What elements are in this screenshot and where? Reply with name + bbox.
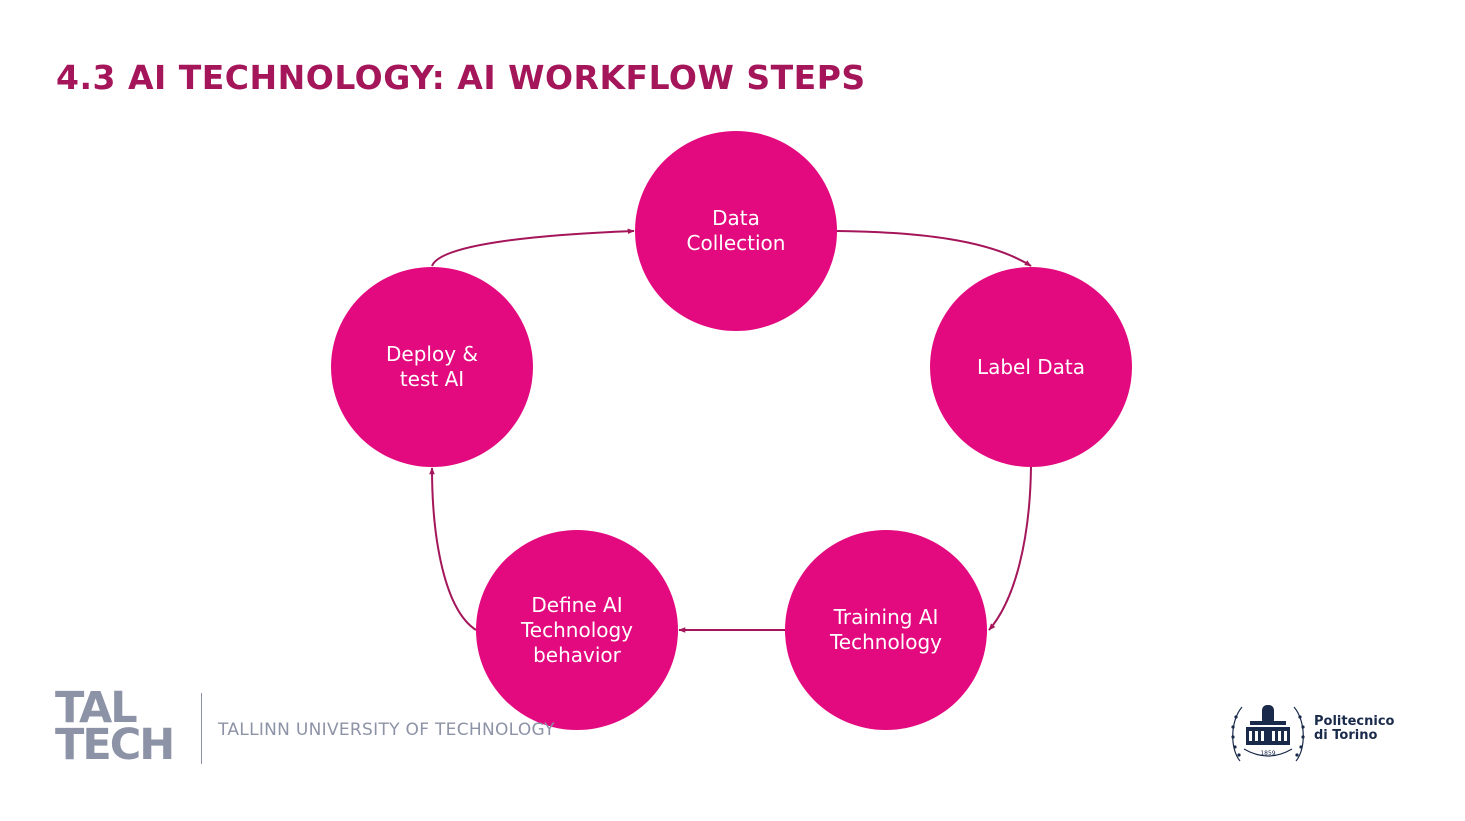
polito-name: Politecnico di Torino xyxy=(1314,714,1395,743)
taltech-logo-line1: TAL xyxy=(55,683,138,733)
logo-divider xyxy=(201,693,202,764)
arrow-label-to-training xyxy=(988,466,1032,631)
step-label: Deploy & test AI xyxy=(386,342,478,391)
taltech-logo: TAL TECH xyxy=(55,683,175,770)
step-label-data: Label Data xyxy=(930,267,1132,467)
slide-title: 4.3 AI TECHNOLOGY: AI WORKFLOW STEPS xyxy=(56,58,866,97)
step-data-collection: Data Collection xyxy=(635,131,837,331)
step-deploy-test-ai: Deploy & test AI xyxy=(331,267,533,467)
polito-year: 1859 xyxy=(1260,750,1275,757)
step-label: Label Data xyxy=(976,354,1086,379)
step-label: Data Collection xyxy=(686,206,786,255)
arrow-collection-to-label xyxy=(836,230,1032,267)
arrow-deploy-to-collection xyxy=(431,228,635,267)
university-name: TALLINN UNIVERSITY OF TECHNOLOGY xyxy=(218,720,555,740)
step-label: Define AI Technology behavior xyxy=(520,592,634,667)
arrow-define-to-deploy xyxy=(429,467,477,631)
step-label: Training AI Technology xyxy=(829,605,943,654)
step-training-ai-technology: Training AI Technology xyxy=(785,530,987,730)
taltech-logo-line2: TECH xyxy=(55,720,175,770)
step-define-ai-technology-behavior: Define AI Technology behavior xyxy=(476,530,678,730)
polito-seal-icon: 1859 xyxy=(1231,705,1305,762)
